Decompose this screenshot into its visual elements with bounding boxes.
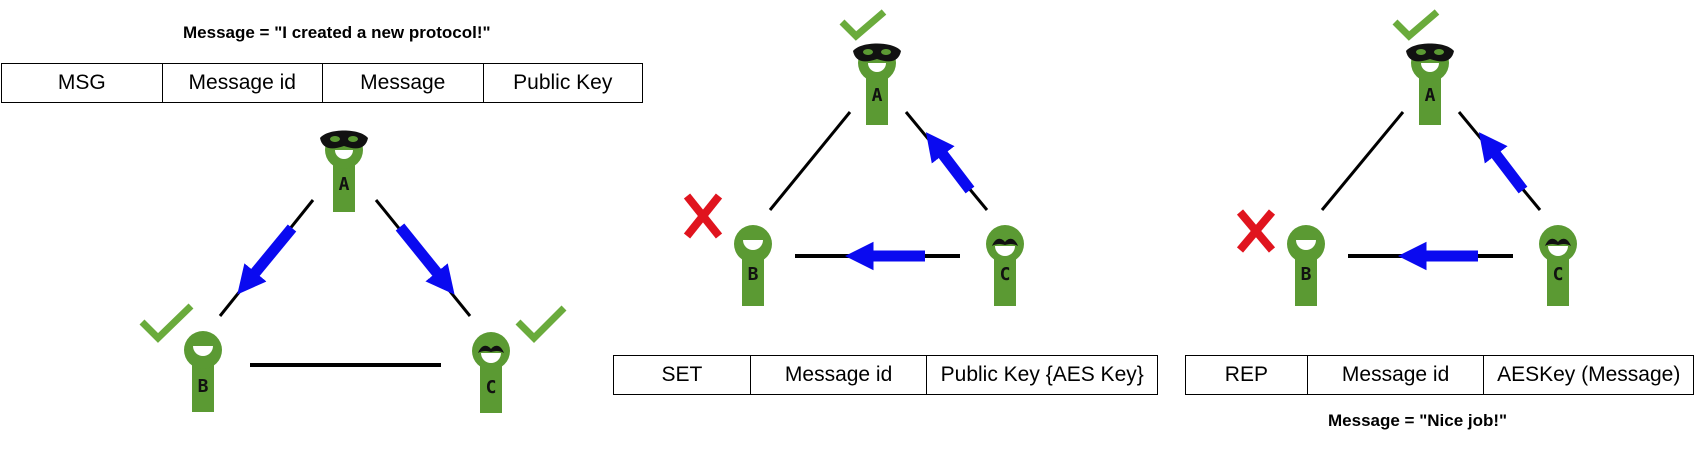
panel1-node-c-label: C <box>486 377 497 398</box>
panel3-node-a: A <box>1406 43 1454 125</box>
panel3-node-a-label: A <box>1425 85 1436 106</box>
panel3-field-msgid: Message id <box>1308 356 1485 394</box>
panel1-field-type: MSG <box>2 64 163 102</box>
panel1-caption: Message = "I created a new protocol!" <box>183 23 491 42</box>
panel2-node-c-label: C <box>1000 264 1011 285</box>
panel2-field-type: SET <box>614 356 751 394</box>
panel3-node-b: B <box>1287 225 1325 306</box>
panel1-node-a-label: A <box>339 174 350 195</box>
panel3-graph: A B C <box>1236 9 1577 306</box>
panel3-arrow-c-to-a <box>1478 132 1528 194</box>
panel2-node-b-label: B <box>748 264 759 285</box>
panel2-check-a-icon <box>839 9 887 41</box>
panel1-graph: A B C <box>139 130 567 413</box>
panel2-edge-a-b <box>768 111 852 211</box>
panel1-field-pubkey: Public Key <box>513 71 613 94</box>
panel3-field-type: REP <box>1186 356 1308 394</box>
panel3-packet-table: REP Message id AESKey (Message) <box>1185 355 1694 395</box>
panel3-node-b-label: B <box>1301 264 1312 285</box>
panel3-node-c-label: C <box>1553 264 1564 285</box>
panel2-node-a: A <box>853 43 901 125</box>
panel3-edge-a-b <box>1320 111 1405 211</box>
panel2-node-c: C <box>986 225 1024 306</box>
panel1-field-message: Message <box>323 64 484 102</box>
panel3-field-aeskey-msg: AESKey (Message) <box>1497 363 1681 386</box>
panel2-field-msgid: Message id <box>751 356 928 394</box>
panel1-packet-table: MSG Message id Message Public Key <box>1 63 643 103</box>
panel1-arrow-a-to-b <box>237 224 297 295</box>
panel2-graph: A B C <box>683 9 1024 306</box>
panel1-arrow-a-to-c <box>395 223 455 295</box>
panel3-caption: Message = "Nice job!" <box>1328 411 1508 430</box>
panel3-check-a-icon <box>1392 9 1440 41</box>
panel1-check-c-icon <box>515 305 567 343</box>
panel1-node-b-label: B <box>198 376 209 397</box>
panel3-cross-b-icon <box>1236 209 1276 253</box>
panel1-node-c: C <box>472 332 510 413</box>
panel2-node-a-label: A <box>872 85 883 106</box>
panel1-node-b: B <box>184 331 222 412</box>
panel1-check-b-icon <box>139 303 194 343</box>
panel3-node-c: C <box>1539 225 1577 306</box>
panel1-field-msgid: Message id <box>163 64 323 102</box>
panel2-packet-table: SET Message id Public Key {AES Key} <box>613 355 1158 395</box>
panel2-node-b: B <box>734 225 772 306</box>
panel1-node-a: A <box>320 130 368 212</box>
panel2-cross-b-icon <box>683 193 723 239</box>
panel2-field-pubkey-aes: Public Key {AES Key} <box>940 363 1144 386</box>
panel2-arrow-c-to-a <box>925 132 975 194</box>
